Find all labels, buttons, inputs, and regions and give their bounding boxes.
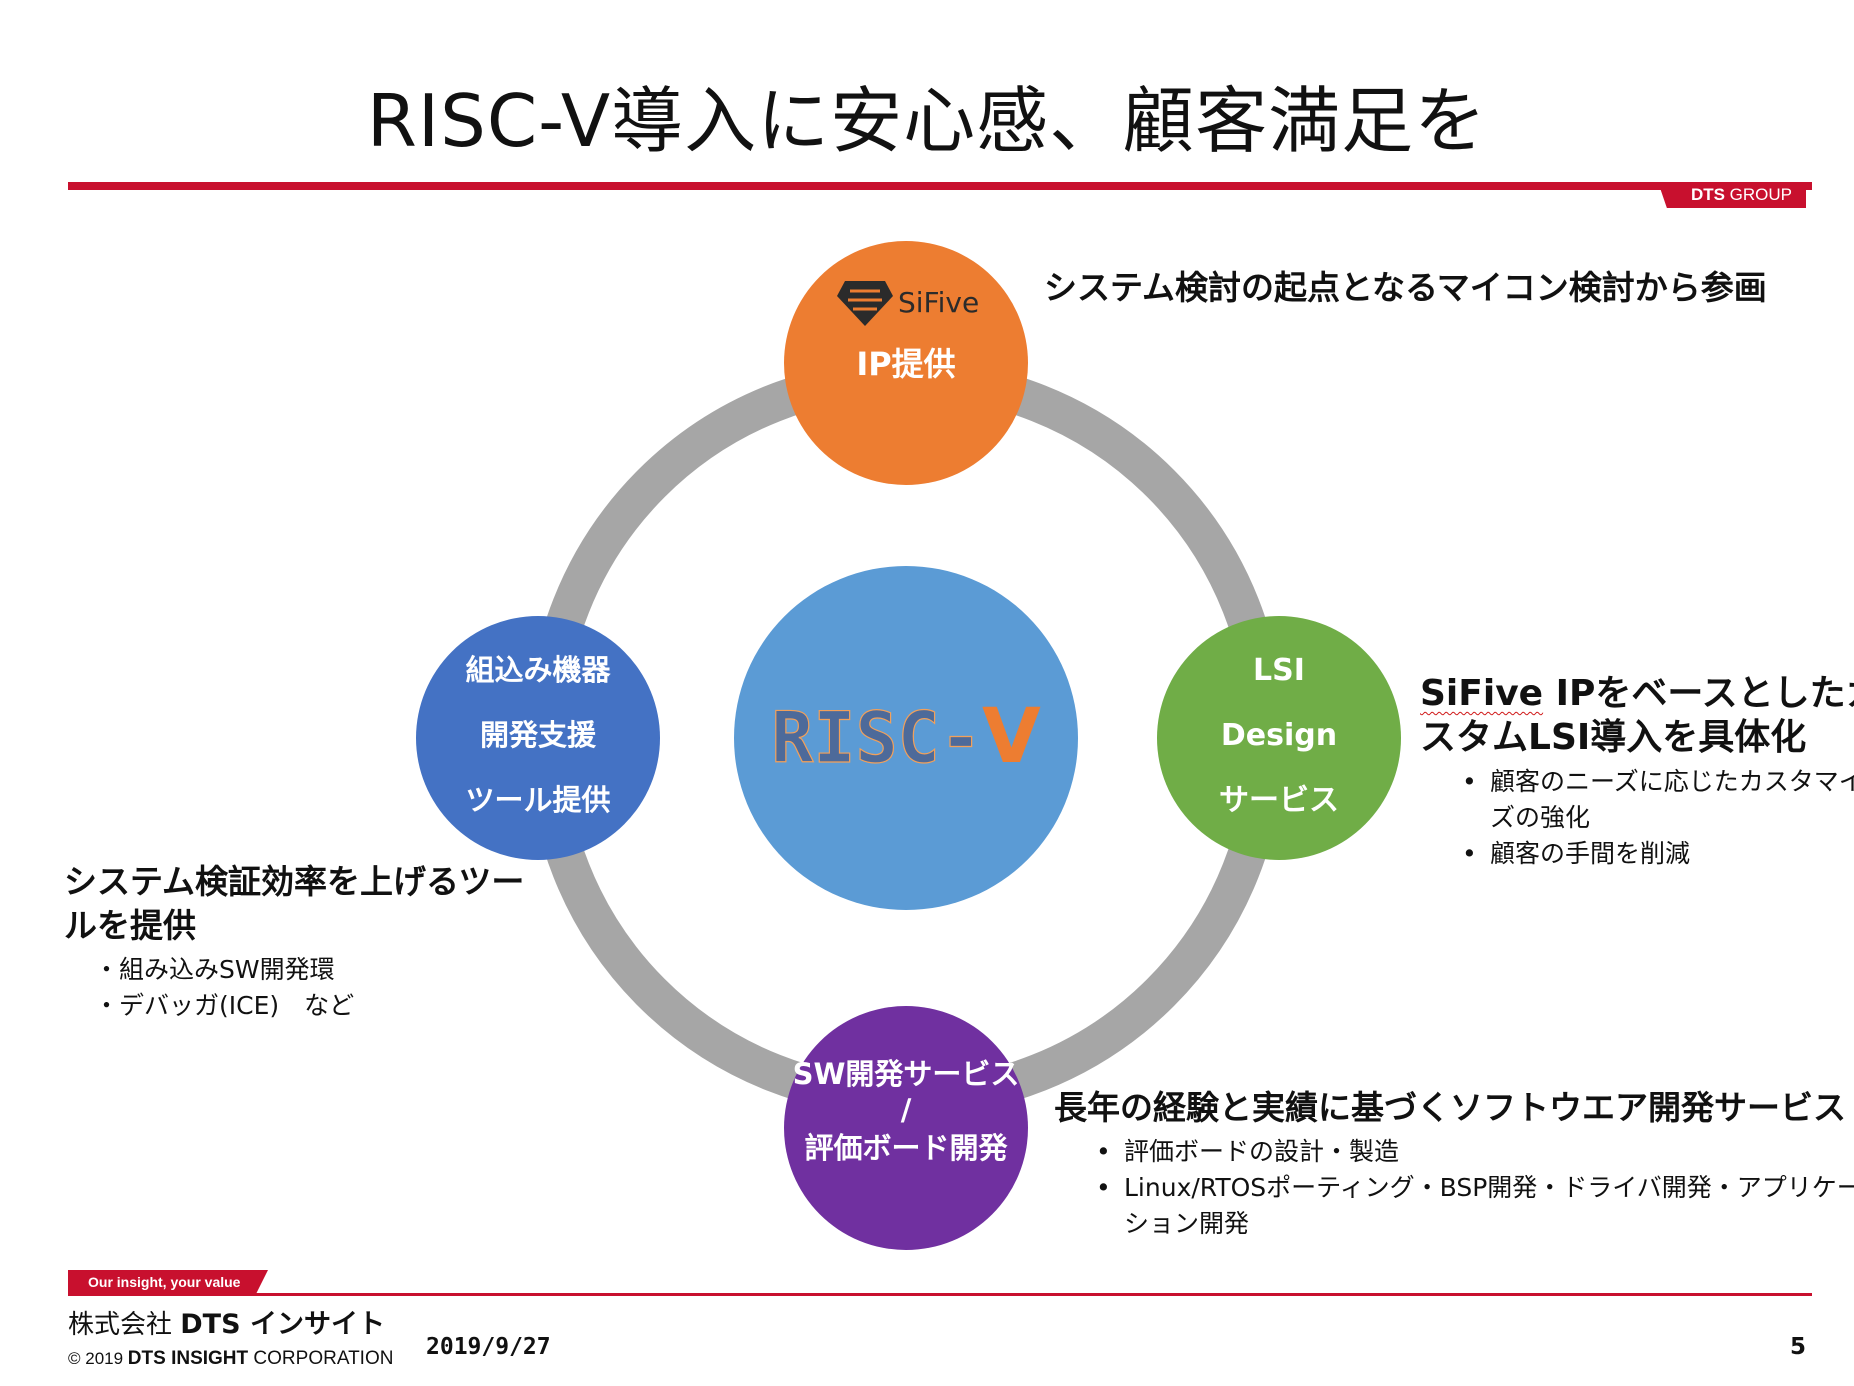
annotation-right-brand: SiFive bbox=[1420, 673, 1544, 714]
node-sw-line2: / bbox=[901, 1093, 912, 1127]
center-node-riscv: RISC-V bbox=[734, 566, 1078, 910]
copyright-brand: DTS INSIGHT bbox=[127, 1348, 249, 1369]
annotation-left-items: ・組み込みSW開発環 ・デバッガ(ICE) など bbox=[94, 952, 564, 1024]
bullet-text-line2: ション開発 bbox=[1124, 1209, 1250, 1238]
annotation-bottom: 長年の経験と実績に基づくソフトウエア開発サービス • 評価ボードの設計・製造 •… bbox=[1054, 1086, 1854, 1242]
bullet-dot: • bbox=[1096, 1137, 1111, 1166]
footer-tagline: Our insight, your value bbox=[68, 1270, 268, 1294]
node-embedded-tools: 組込み機器 開発支援 ツール提供 bbox=[416, 616, 660, 860]
annotation-top-heading: システム検討の起点となるマイコン検討から参画 bbox=[1044, 268, 1767, 307]
sifive-logo: SiFive bbox=[837, 281, 979, 326]
bullet-text-line1: Linux/RTOSポーティング・BSP開発・ドライバ開発・アプリケー bbox=[1124, 1173, 1854, 1202]
list-item: • 顧客のニーズに応じたカスタマイ ズの強化 bbox=[1456, 764, 1854, 836]
bullet-text-line1: 評価ボードの設計・製造 bbox=[1124, 1137, 1400, 1166]
bullet-dot: • bbox=[1462, 839, 1477, 868]
node-sw-line1: SW開発サービス bbox=[793, 1057, 1020, 1091]
bullet-dot: • bbox=[1096, 1173, 1111, 1202]
footer-copyright: © 2019 DTS INSIGHT CORPORATION bbox=[68, 1348, 393, 1370]
annotation-left: システム検証効率を上げるツー ルを提供 ・組み込みSW開発環 ・デバッガ(ICE… bbox=[64, 860, 564, 1024]
bullet-text-line1: 顧客の手間を削減 bbox=[1490, 839, 1691, 868]
annotation-left-heading-line2: ルを提供 bbox=[64, 906, 196, 945]
list-item: • 評価ボードの設計・製造 bbox=[1090, 1134, 1834, 1170]
copyright-prefix: © 2019 bbox=[68, 1349, 128, 1368]
node-lsi-line1: LSI bbox=[1253, 653, 1305, 688]
bullet-text-line2: ズの強化 bbox=[1490, 803, 1591, 832]
node-lsi-design: LSI Design サービス bbox=[1157, 616, 1401, 860]
annotation-right-heading-line1: IPをベースとしたカ bbox=[1543, 673, 1854, 714]
node-lsi-line3: サービス bbox=[1219, 783, 1339, 818]
list-item: • Linux/RTOSポーティング・BSP開発・ドライバ開発・アプリケー ショ… bbox=[1090, 1170, 1854, 1242]
page-number: 5 bbox=[1790, 1334, 1807, 1360]
riscv-label: RISC-V bbox=[771, 691, 1041, 780]
bullet-text-line1: 顧客のニーズに応じたカスタマイ bbox=[1490, 767, 1854, 796]
annotation-bottom-bullets: • 評価ボードの設計・製造 • Linux/RTOSポーティング・BSP開発・ド… bbox=[1090, 1134, 1854, 1242]
riscv-label-main: RISC- bbox=[771, 697, 982, 779]
annotation-right-bullets: • 顧客のニーズに応じたカスタマイ ズの強化 • 顧客の手間を削減 bbox=[1456, 764, 1854, 872]
slide-title: RISC-V導入に安心感、顧客満足を bbox=[366, 79, 1488, 163]
node-embedded-line1: 組込み機器 bbox=[465, 653, 611, 687]
annotation-right: SiFive IPをベースとしたカ スタムLSI導入を具体化 • 顧客のニーズに… bbox=[1420, 672, 1854, 872]
list-item: • 顧客の手間を削減 bbox=[1456, 836, 1850, 872]
annotation-right-heading-line2: スタムLSI導入を具体化 bbox=[1420, 717, 1807, 758]
node-sw-dev: SW開発サービス / 評価ボード開発 bbox=[784, 1006, 1028, 1250]
dts-group-badge: DTS GROUP bbox=[1658, 182, 1806, 208]
riscv-label-v: V bbox=[982, 691, 1041, 780]
footer-company-jp: 株式会社 DTS インサイト bbox=[68, 1302, 385, 1341]
footer-rule bbox=[68, 1293, 1812, 1296]
list-item: ・組み込みSW開発環 bbox=[94, 955, 335, 984]
node-embedded-line2: 開発支援 bbox=[480, 718, 597, 752]
badge-dts: DTS bbox=[1690, 185, 1725, 204]
annotation-left-heading-line1: システム検証効率を上げるツー bbox=[64, 862, 525, 901]
node-lsi-line2: Design bbox=[1221, 718, 1337, 753]
list-item: ・デバッガ(ICE) など bbox=[94, 991, 355, 1020]
bullet-dot: • bbox=[1462, 767, 1477, 796]
annotation-right-heading: SiFive IPをベースとしたカ bbox=[1420, 672, 1854, 716]
sifive-logo-text: SiFive bbox=[898, 286, 979, 319]
company-brand: DTS インサイト bbox=[180, 1309, 385, 1340]
node-ip-provision-label: IP提供 bbox=[856, 345, 955, 383]
node-ip-provision: SiFive IP提供 bbox=[784, 241, 1028, 485]
company-prefix: 株式会社 bbox=[68, 1310, 181, 1340]
header-rule bbox=[68, 182, 1812, 190]
node-embedded-line3: ツール提供 bbox=[465, 783, 610, 817]
node-sw-line3: 評価ボード開発 bbox=[804, 1131, 1008, 1165]
copyright-suffix: CORPORATION bbox=[248, 1348, 394, 1369]
annotation-bottom-heading: 長年の経験と実績に基づくソフトウエア開発サービス bbox=[1054, 1088, 1846, 1127]
footer-date: 2019/9/27 bbox=[426, 1334, 551, 1360]
badge-group: GROUP bbox=[1724, 185, 1792, 204]
